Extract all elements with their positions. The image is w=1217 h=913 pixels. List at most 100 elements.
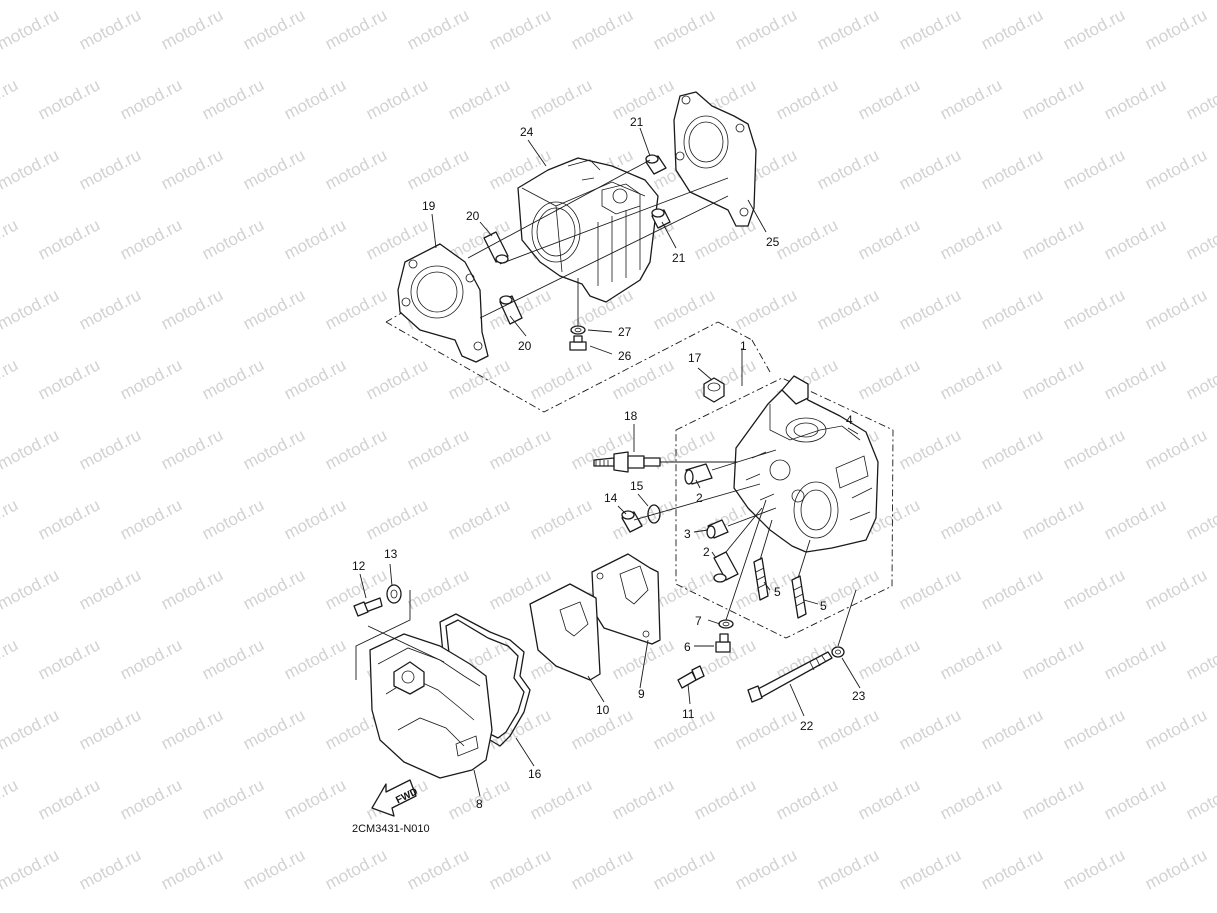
callout-19: 19 bbox=[422, 199, 436, 213]
watermark-text: motod.ru bbox=[855, 75, 923, 123]
watermark-text: motod.ru bbox=[855, 215, 923, 263]
watermark-text: motod.ru bbox=[445, 355, 513, 403]
diagram-code: 2CM3431-N010 bbox=[352, 823, 430, 835]
watermark-text: motod.ru bbox=[404, 145, 472, 193]
watermark-text: motod.ru bbox=[609, 635, 677, 683]
watermark-text: motod.ru bbox=[1142, 705, 1210, 753]
callout-15: 15 bbox=[630, 479, 644, 493]
watermark-text: motod.ru bbox=[322, 5, 390, 53]
watermark-text: motod.ru bbox=[281, 495, 349, 543]
watermark-text: motod.ru bbox=[240, 285, 308, 333]
washer-23 bbox=[831, 589, 857, 658]
watermark-text: motod.ru bbox=[35, 215, 103, 263]
watermark-text: motod.ru bbox=[568, 845, 636, 893]
watermark-text: motod.ru bbox=[773, 215, 841, 263]
watermark-text: motod.ru bbox=[404, 565, 472, 613]
callout-11: 11 bbox=[682, 707, 695, 721]
watermark-text: motod.ru bbox=[937, 495, 1005, 543]
watermark-text: motod.ru bbox=[1142, 845, 1210, 893]
valve-guide-upper bbox=[684, 449, 777, 485]
watermark-text: motod.ru bbox=[0, 145, 62, 193]
watermark-text: motod.ru bbox=[486, 705, 554, 753]
watermark-text: motod.ru bbox=[978, 425, 1046, 473]
watermark-text: motod.ru bbox=[363, 75, 431, 123]
cylinder-head bbox=[733, 375, 879, 553]
watermark-text: motod.ru bbox=[1142, 285, 1210, 333]
watermark-text: motod.ru bbox=[1183, 355, 1217, 403]
watermark-text: motod.ru bbox=[568, 5, 636, 53]
watermark-text: motod.ru bbox=[1101, 215, 1169, 263]
watermark-text: motod.ru bbox=[199, 775, 267, 823]
watermark-text: motod.ru bbox=[1183, 495, 1217, 543]
watermark-text: motod.ru bbox=[732, 285, 800, 333]
watermark-text: motod.ru bbox=[896, 565, 964, 613]
watermark-text: motod.ru bbox=[0, 565, 62, 613]
watermark-text: motod.ru bbox=[240, 705, 308, 753]
callout-7: 7 bbox=[695, 614, 702, 628]
watermark-text: motod.ru bbox=[0, 635, 21, 683]
watermark-text: motod.ru bbox=[1019, 215, 1087, 263]
valve-guide-lower bbox=[713, 507, 763, 583]
watermark-text: motod.ru bbox=[199, 635, 267, 683]
watermark-text: motod.ru bbox=[773, 775, 841, 823]
callout-10: 10 bbox=[596, 703, 610, 717]
bolt-26 bbox=[569, 335, 587, 351]
watermark-text: motod.ru bbox=[35, 355, 103, 403]
watermark-text: motod.ru bbox=[978, 145, 1046, 193]
watermark-text: motod.ru bbox=[937, 215, 1005, 263]
watermark-text: motod.ru bbox=[1142, 145, 1210, 193]
watermark-text: motod.ru bbox=[240, 425, 308, 473]
watermark-text: motod.ru bbox=[486, 425, 554, 473]
callout-4: 4 bbox=[846, 413, 853, 427]
watermark-text: motod.ru bbox=[1019, 495, 1087, 543]
watermark-text: motod.ru bbox=[773, 75, 841, 123]
watermark-text: motod.ru bbox=[117, 355, 185, 403]
watermark-text: motod.ru bbox=[1060, 705, 1128, 753]
watermark-text: motod.ru bbox=[158, 5, 226, 53]
watermark-text: motod.ru bbox=[1183, 635, 1217, 683]
watermark-text: motod.ru bbox=[896, 5, 964, 53]
watermark-text: motod.ru bbox=[1060, 5, 1128, 53]
watermark-text: motod.ru bbox=[158, 145, 226, 193]
long-bolt-22 bbox=[747, 651, 833, 703]
alignment-line-12 bbox=[355, 590, 411, 680]
watermark-text: motod.ru bbox=[855, 355, 923, 403]
watermark-text: motod.ru bbox=[158, 845, 226, 893]
callout-leaders bbox=[359, 127, 861, 797]
watermark-text: motod.ru bbox=[896, 145, 964, 193]
watermark-text: motod.ru bbox=[281, 215, 349, 263]
watermark-text: motod.ru bbox=[978, 5, 1046, 53]
watermark-text: motod.ru bbox=[732, 845, 800, 893]
callout-27: 27 bbox=[618, 325, 632, 339]
watermark-text: motod.ru bbox=[1142, 5, 1210, 53]
watermark-text: motod.ru bbox=[199, 355, 267, 403]
watermark-text: motod.ru bbox=[609, 775, 677, 823]
watermark-text: motod.ru bbox=[1142, 425, 1210, 473]
watermark-text: motod.ru bbox=[527, 75, 595, 123]
watermark-text: motod.ru bbox=[896, 425, 964, 473]
cylinder-head-cover bbox=[367, 625, 493, 779]
upper-assembly-outline bbox=[385, 307, 771, 413]
bolt-12 bbox=[353, 597, 383, 617]
washer-7 bbox=[718, 499, 767, 629]
watermark-text: motod.ru bbox=[1060, 285, 1128, 333]
watermark-text: motod.ru bbox=[35, 75, 103, 123]
forward-arrow-icon: FWD bbox=[371, 779, 420, 817]
watermark-text: motod.ru bbox=[117, 75, 185, 123]
watermark-text: motod.ru bbox=[0, 215, 21, 263]
callout-24: 24 bbox=[520, 125, 534, 139]
watermark-text: motod.ru bbox=[76, 145, 144, 193]
watermark-text: motod.ru bbox=[0, 285, 62, 333]
watermark-text: motod.ru bbox=[1019, 355, 1087, 403]
callout-2-upper: 2 bbox=[696, 491, 703, 505]
callout-17: 17 bbox=[688, 351, 702, 365]
watermark-text: motod.ru bbox=[0, 845, 62, 893]
breather-plate-9 bbox=[591, 553, 661, 645]
washer-27 bbox=[570, 325, 586, 335]
watermark-text: motod.ru bbox=[937, 635, 1005, 683]
watermark-text: motod.ru bbox=[937, 355, 1005, 403]
watermark-text: motod.ru bbox=[117, 495, 185, 543]
watermark-text: motod.ru bbox=[486, 285, 554, 333]
stud-bolt-5b bbox=[791, 539, 811, 619]
alignment-line-14 bbox=[633, 483, 761, 521]
